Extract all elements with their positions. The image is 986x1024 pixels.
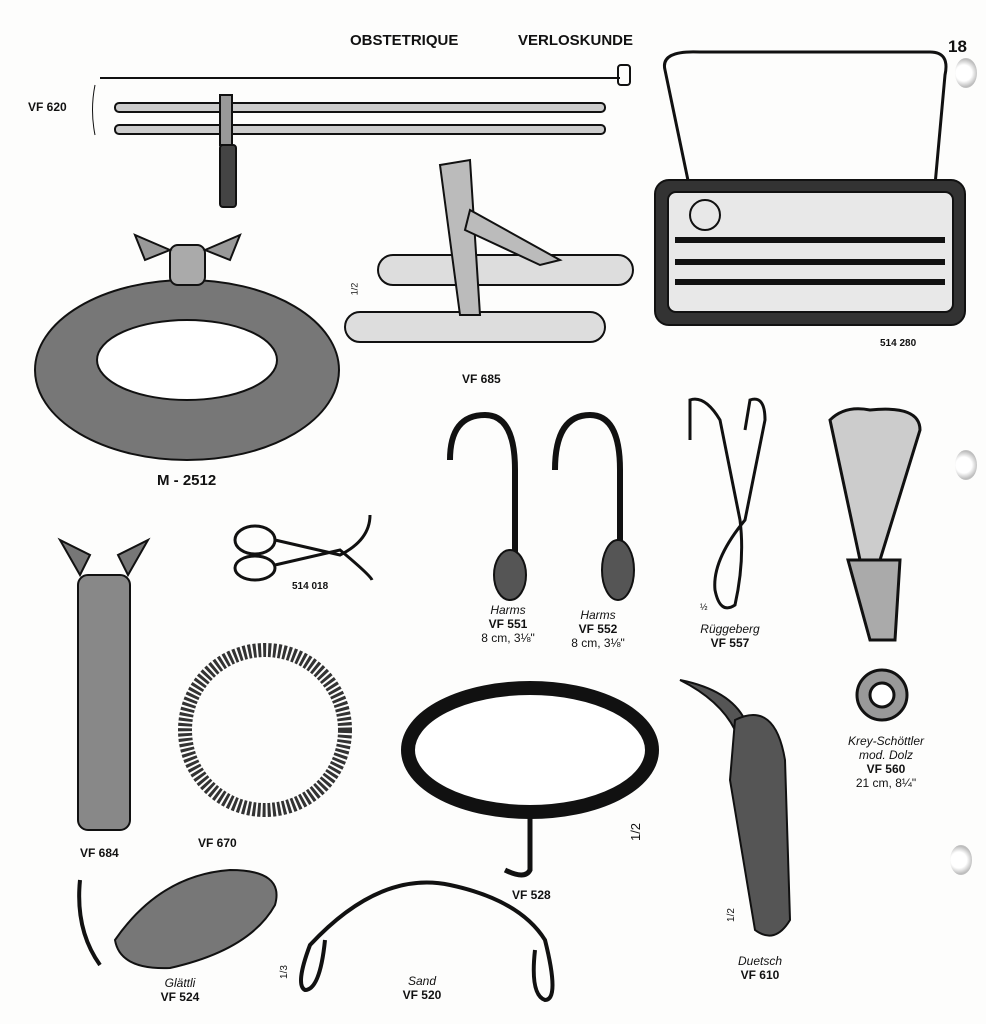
label-514280: 514 280 [880,338,917,349]
size-vf551: 8 cm, 3⅛" [481,631,535,645]
scale-vf528: 1/2 [628,822,644,842]
vf670-illustration [178,643,352,817]
vf520-illustration [299,880,555,1003]
binder-hole [955,58,977,88]
name-vf520: Sand [407,974,437,988]
case-514280-illustration [654,50,966,326]
harms-hooks-illustration [447,411,635,601]
name-vf552: Harms [580,608,616,622]
vf684-illustration [57,537,151,831]
label-vf552: VF 552 [578,622,618,636]
title-french: OBSTETRIQUE [350,32,459,49]
label-vf551: VF 551 [488,617,528,631]
vf685-illustration [344,158,634,343]
vf610-illustration [679,679,792,937]
vf524-illustration [77,868,278,970]
label-m2512: M - 2512 [157,472,217,489]
scale-vf557: ½ [700,602,708,612]
page-number: 18 [948,37,967,56]
label-vf670: VF 670 [198,836,237,850]
scale-vf685: 1/2 [349,282,360,296]
label-vf684: VF 684 [80,846,119,860]
label-vf524: VF 524 [160,990,200,1004]
name-vf610: Duetsch [737,954,783,968]
label-vf560: VF 560 [866,762,906,776]
label-vf610: VF 610 [740,968,780,982]
label-vf620: VF 620 [28,100,67,114]
title-dutch: VERLOSKUNDE [518,32,634,49]
m2512-illustration [34,233,340,461]
name-vf551: Harms [490,603,526,617]
vf620-illustration [92,64,631,208]
vf528-illustration [401,681,659,878]
size-vf552: 8 cm, 3⅛" [571,636,625,650]
vf560-illustration [828,407,922,722]
label-vf520: VF 520 [402,988,442,1002]
binder-hole [950,845,972,875]
name-vf560: Krey-Schöttler [847,734,925,748]
label-vf557: VF 557 [710,636,750,650]
scale-vf520: 1/3 [278,965,290,979]
scale-vf610: 1/2 [725,908,737,922]
name2-vf560: mod. Dolz [858,748,914,762]
s514018-illustration [233,514,374,582]
label-vf685: VF 685 [462,372,501,386]
size-vf560: 21 cm, 8¼" [855,776,917,790]
name-vf557: Rüggeberg [700,622,760,636]
name-vf524: Glättli [164,976,196,990]
vf557-illustration [688,397,767,610]
binder-hole [955,450,977,480]
label-vf528: VF 528 [512,888,551,902]
label-514018: 514 018 [292,581,329,592]
